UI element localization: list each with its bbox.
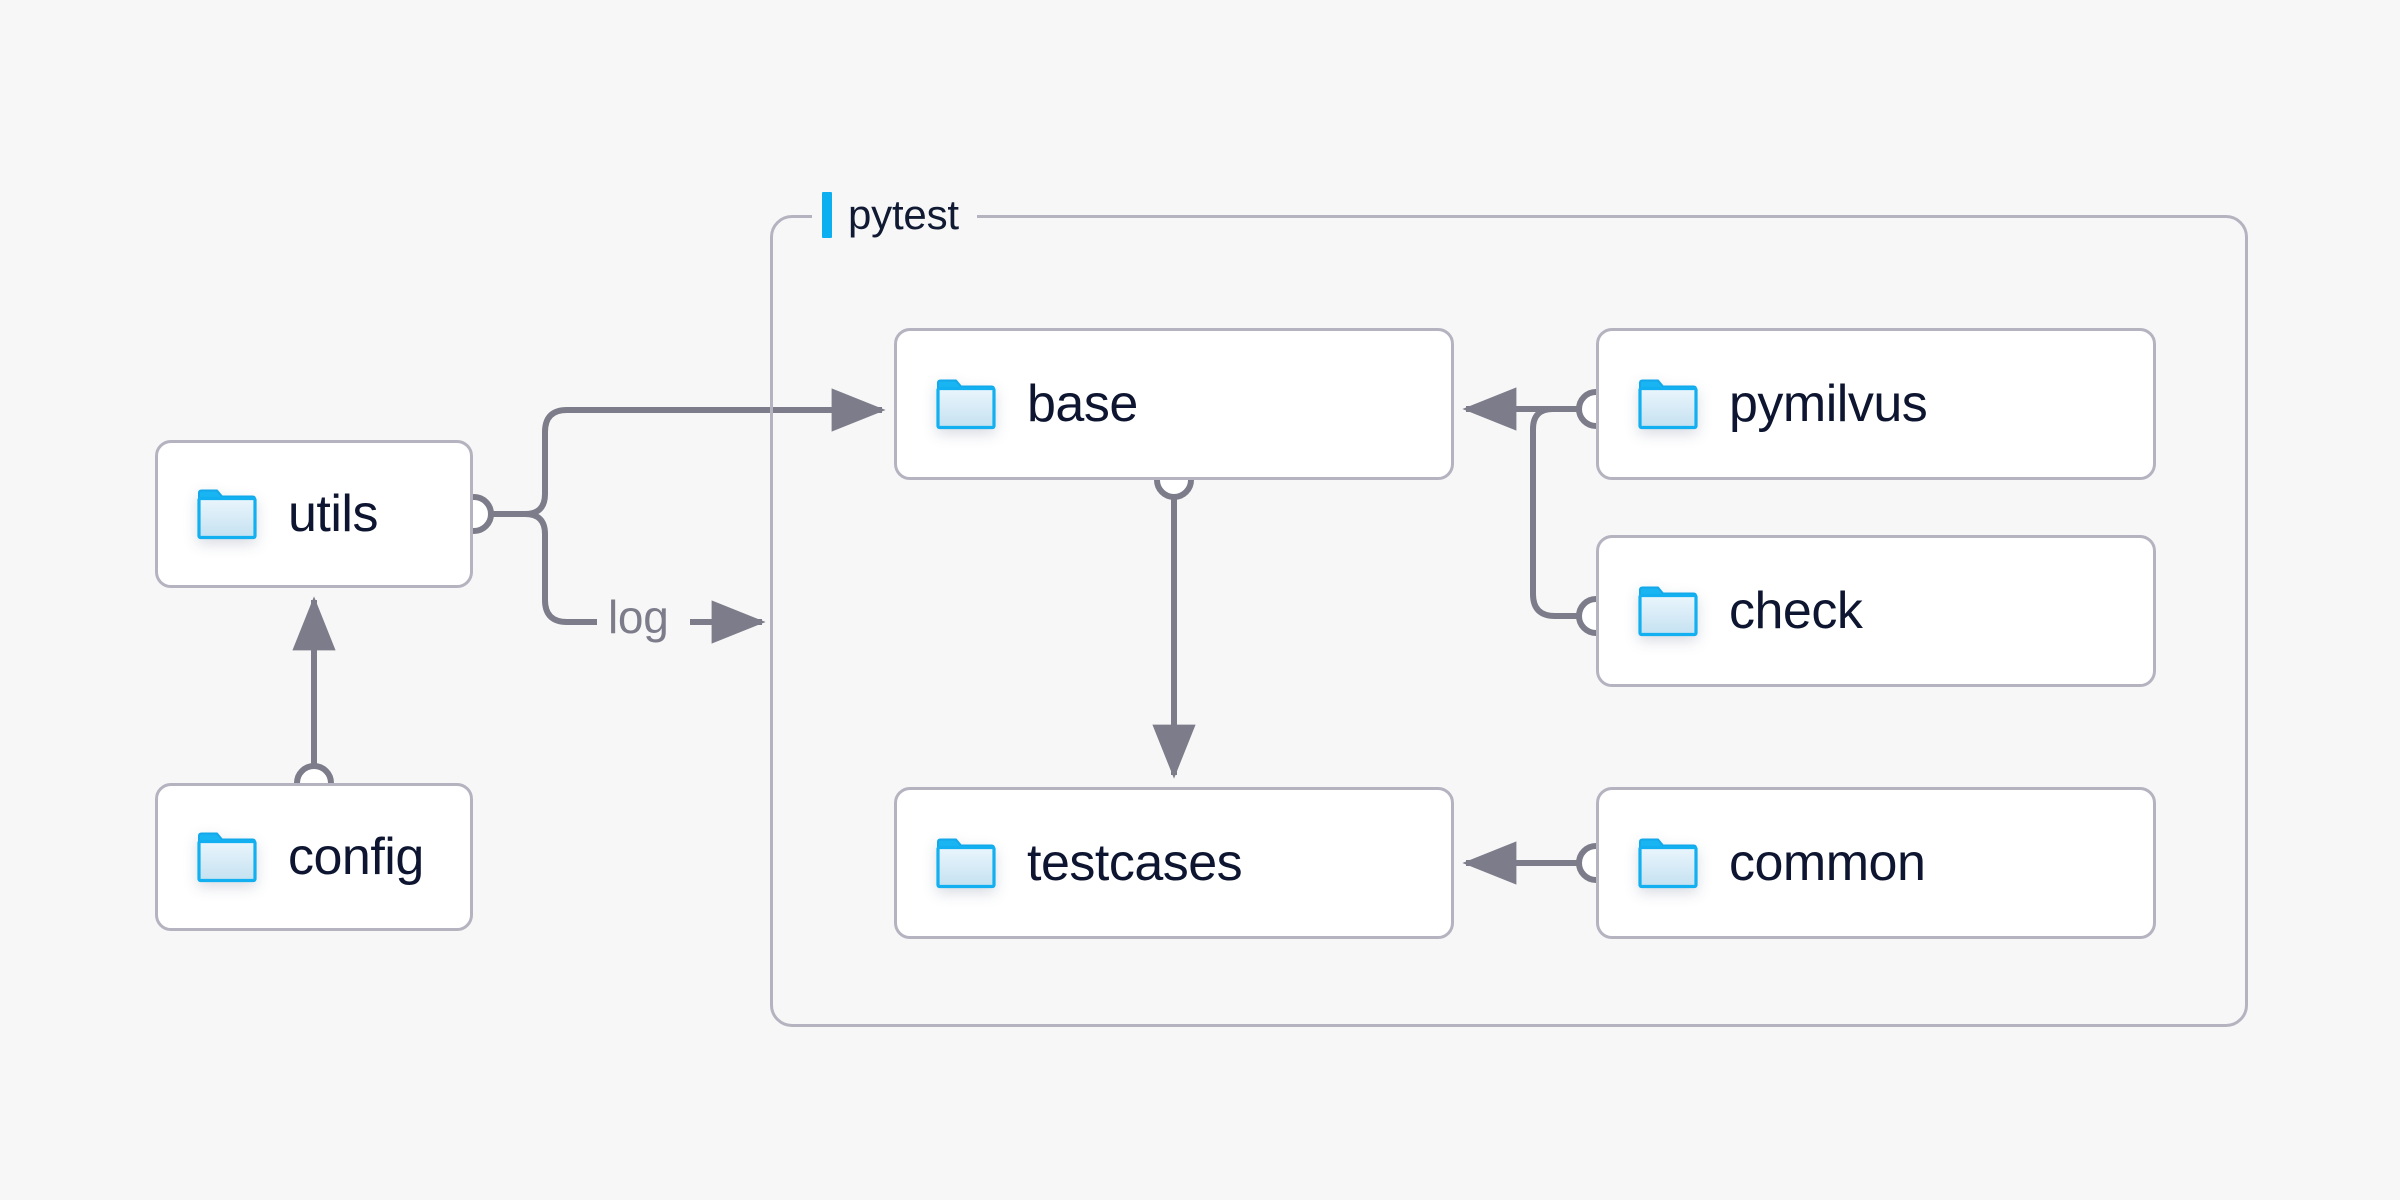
node-testcases-label: testcases (1027, 834, 1243, 892)
folder-icon (935, 837, 997, 889)
folder-icon (1637, 837, 1699, 889)
node-base[interactable]: base (894, 328, 1454, 480)
node-base-label: base (1027, 375, 1138, 433)
node-testcases[interactable]: testcases (894, 787, 1454, 939)
folder-icon (1637, 585, 1699, 637)
node-check[interactable]: check (1596, 535, 2156, 687)
node-common-label: common (1729, 834, 1926, 892)
folder-icon (196, 488, 258, 540)
edge-label-log: log (600, 590, 677, 644)
node-config[interactable]: config (155, 783, 473, 931)
node-config-label: config (288, 828, 424, 886)
group-pytest-label-wrap: pytest (812, 186, 977, 244)
node-check-label: check (1729, 582, 1863, 640)
node-utils-label: utils (288, 485, 378, 543)
folder-icon (935, 378, 997, 430)
node-utils[interactable]: utils (155, 440, 473, 588)
group-pytest (770, 215, 2248, 1027)
group-pytest-label: pytest (848, 191, 959, 238)
node-pymilvus[interactable]: pymilvus (1596, 328, 2156, 480)
node-pymilvus-label: pymilvus (1729, 375, 1928, 433)
node-common[interactable]: common (1596, 787, 2156, 939)
folder-icon (1637, 378, 1699, 430)
folder-icon (196, 831, 258, 883)
edge-config-to-utils (292, 596, 336, 803)
group-accent-bar (822, 192, 832, 238)
